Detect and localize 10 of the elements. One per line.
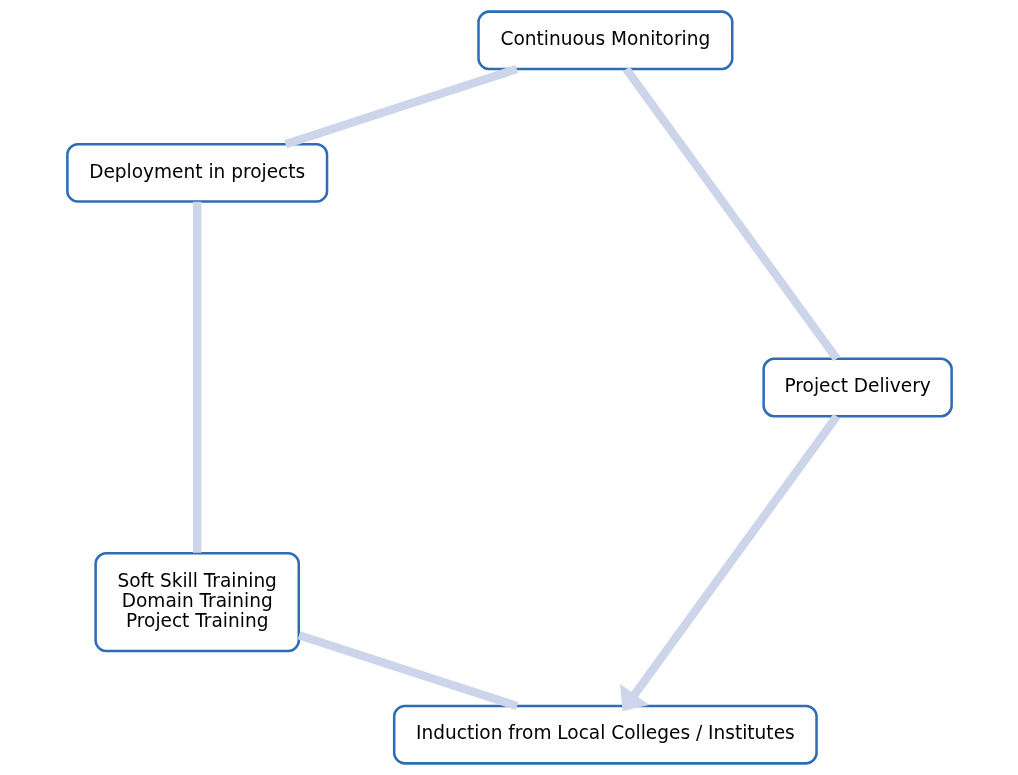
node-box: Deployment in projects [65, 143, 328, 203]
connector [297, 631, 518, 711]
node-box: Induction from Local Colleges / Institutes [392, 704, 818, 765]
node-box: Project Delivery [761, 357, 953, 418]
node-box: Continuous Monitoring [476, 10, 733, 71]
arrow [619, 413, 840, 712]
connector [283, 65, 518, 149]
connector [192, 201, 201, 553]
node-box: Soft Skill Training Domain Training Project Training [93, 551, 300, 653]
connector [622, 66, 840, 362]
